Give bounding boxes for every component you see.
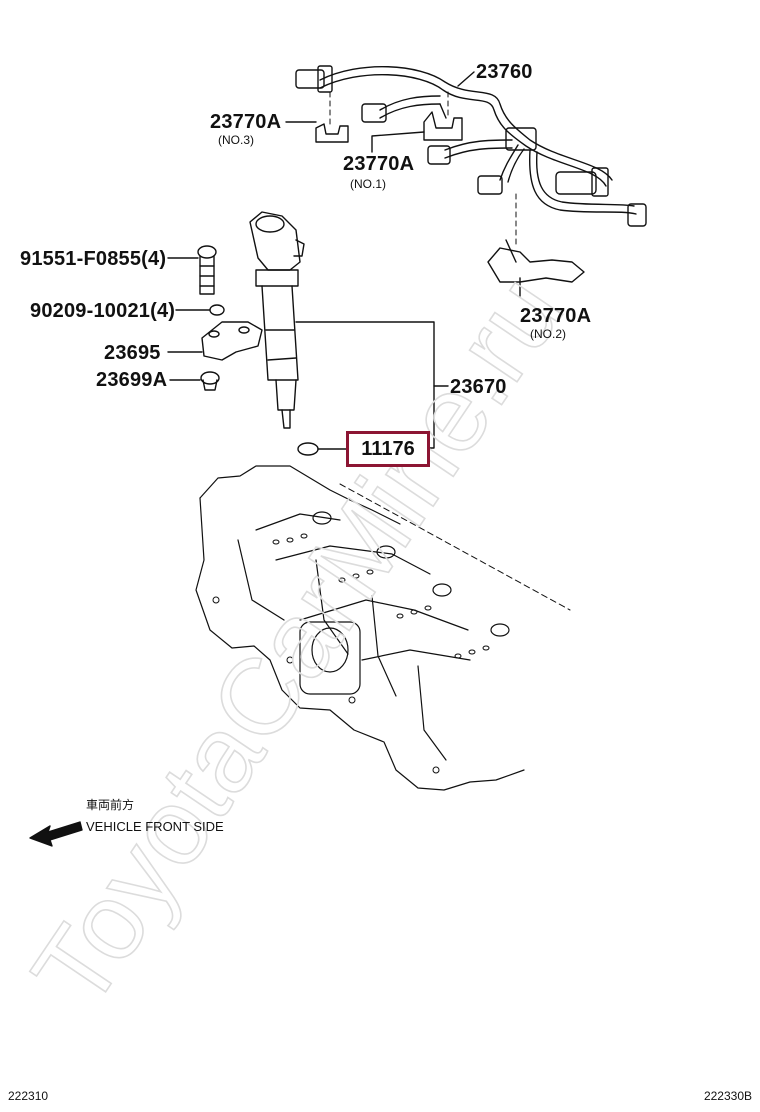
- part-label-90209[interactable]: 90209-10021(4): [30, 300, 176, 322]
- part-label-11176: 11176: [361, 437, 415, 460]
- grommet: [200, 371, 220, 391]
- direction-note-en: VEHICLE FRONT SIDE: [86, 819, 224, 834]
- part-sub-no2: (NO.2): [530, 327, 566, 341]
- direction-note-jp: 車両前方: [86, 798, 135, 812]
- washer-90209: [209, 304, 225, 316]
- part-sub-no1: (NO.1): [350, 177, 386, 191]
- bolt: [197, 245, 217, 295]
- part-label-23770a-no3[interactable]: 23770A: [210, 111, 282, 133]
- fuel-hose-assembly: [295, 65, 647, 227]
- left-arrow-icon: [29, 821, 83, 847]
- part-label-23770a-no1[interactable]: 23770A: [343, 153, 415, 175]
- part-label-23699a[interactable]: 23699A: [96, 369, 168, 391]
- cylinder-head: [195, 465, 525, 791]
- part-label-23770a-no2[interactable]: 23770A: [520, 305, 592, 327]
- part-label-23760[interactable]: 23760: [476, 61, 533, 83]
- part-sub-no3: (NO.3): [218, 133, 254, 147]
- part-label-23695[interactable]: 23695: [104, 342, 161, 364]
- seal-washer: [297, 442, 319, 456]
- clamp-no2: [487, 239, 585, 283]
- part-label-23670[interactable]: 23670: [450, 376, 507, 398]
- injector-clamp: [201, 321, 263, 361]
- footer-code-right: 222330B: [703, 1089, 752, 1103]
- part-label-91551[interactable]: 91551-F0855(4): [20, 248, 167, 270]
- highlighted-part-11176[interactable]: 11176: [346, 431, 430, 467]
- clamp-no1: [423, 103, 463, 141]
- clamp-no3: [315, 123, 349, 143]
- footer-code-left: 222310: [8, 1089, 49, 1103]
- injector: [249, 211, 305, 429]
